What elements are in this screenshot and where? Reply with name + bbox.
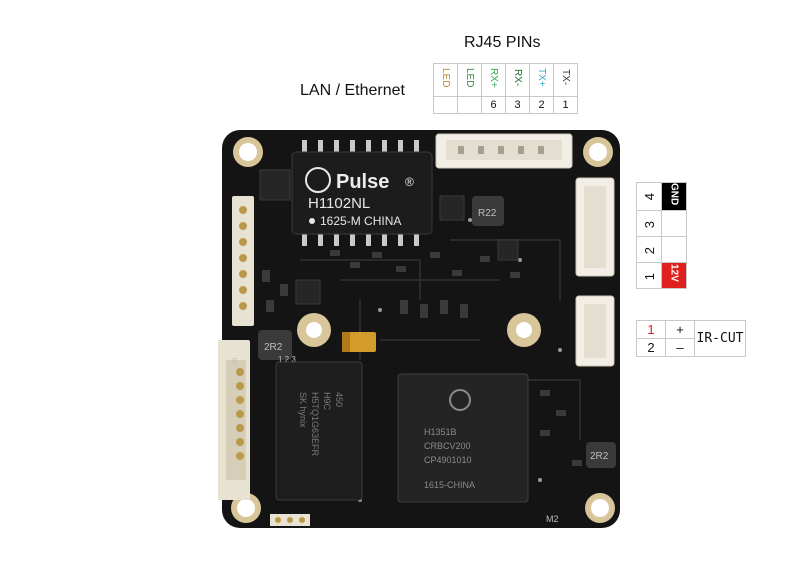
mounting-hole-tr [583, 137, 613, 167]
smd-components [262, 250, 582, 466]
inductor-2r2-right: 2R2 [586, 442, 616, 468]
mem-text-4: 450 [334, 392, 344, 407]
marker-m2-label: M2 [546, 514, 559, 524]
ircut-connector [575, 295, 615, 367]
soc-text-3: CP4901010 [424, 455, 472, 465]
mounting-hole-bl [231, 493, 261, 523]
rj45-col-label: RX- [512, 68, 523, 87]
left-header-bottom [218, 340, 250, 500]
top-header-connector [435, 133, 573, 169]
lan-ethernet-label: LAN / Ethernet [300, 82, 405, 99]
soc-text-1: H1351B [424, 427, 457, 437]
inductor-2r2-left: 2R2 [258, 330, 292, 360]
12v-label: 12V [668, 264, 680, 283]
rj45-col-label: LED [440, 67, 451, 88]
bottom-pads [270, 514, 310, 526]
inductor-r22: R22 [472, 196, 504, 226]
mounting-hole-br [585, 493, 615, 523]
marker-b-label: B [232, 357, 237, 366]
rj45-col-label: TX+ [536, 68, 547, 87]
gnd-label: GND [668, 183, 680, 206]
ircut-pin-num: 2 [636, 338, 666, 357]
mem-text-1: SK hynix [298, 392, 308, 428]
pulse-model-text: H1102NL [308, 195, 370, 212]
pin-123-label: 1 2 3 [278, 355, 296, 364]
small-ics [259, 169, 519, 305]
ircut-label: IR-CUT [694, 320, 746, 357]
power-connector [575, 177, 615, 277]
mounting-hole-mr [507, 313, 541, 347]
mounting-hole-ml [297, 313, 331, 347]
ircut-pin-table: 1 + IR-CUT 2 – [636, 320, 746, 357]
rj45-pin-table: LED LED RX+ RX- TX+ TX- 6 3 2 1 [433, 63, 578, 114]
memory-chip: SK hynix H5TQ1G63EFR H9C 450 [275, 361, 363, 501]
inductor3-label: R22 [478, 208, 497, 219]
left-header-top [232, 196, 254, 326]
rj45-col-label: LED [464, 67, 475, 88]
rj45-col-num: 1 [553, 96, 578, 114]
rj45-title: RJ45 PINs [464, 34, 541, 51]
rj45-col-label: TX- [560, 69, 571, 86]
power-pin-table: 4 GND 3 2 1 12V [636, 181, 687, 290]
svg-text:®: ® [405, 175, 414, 189]
pulse-code-text: 1625-M CHINA [320, 214, 401, 228]
tantalum-capacitor [342, 332, 376, 352]
pulse-brand-text: Pulse [336, 171, 389, 193]
soc-text-2: CRBCV200 [424, 441, 471, 451]
pulse-transformer-chip: Pulse ® H1102NL 1625-M CHINA [291, 140, 433, 246]
traces [300, 239, 581, 440]
inductor1-label: 2R2 [264, 342, 283, 353]
mem-text-3: H9C [322, 392, 332, 411]
rj45-col-label: RX+ [488, 67, 499, 88]
soc-chip: H1351B CRBCV200 CP4901010 1615-CHINA [397, 373, 529, 503]
mem-text-2: H5TQ1G63EFR [310, 392, 320, 457]
mounting-hole-tl [233, 137, 263, 167]
soc-text-4: 1615-CHINA [424, 480, 475, 490]
inductor2-label: 2R2 [590, 451, 609, 462]
ircut-pin-sign: – [665, 338, 695, 357]
